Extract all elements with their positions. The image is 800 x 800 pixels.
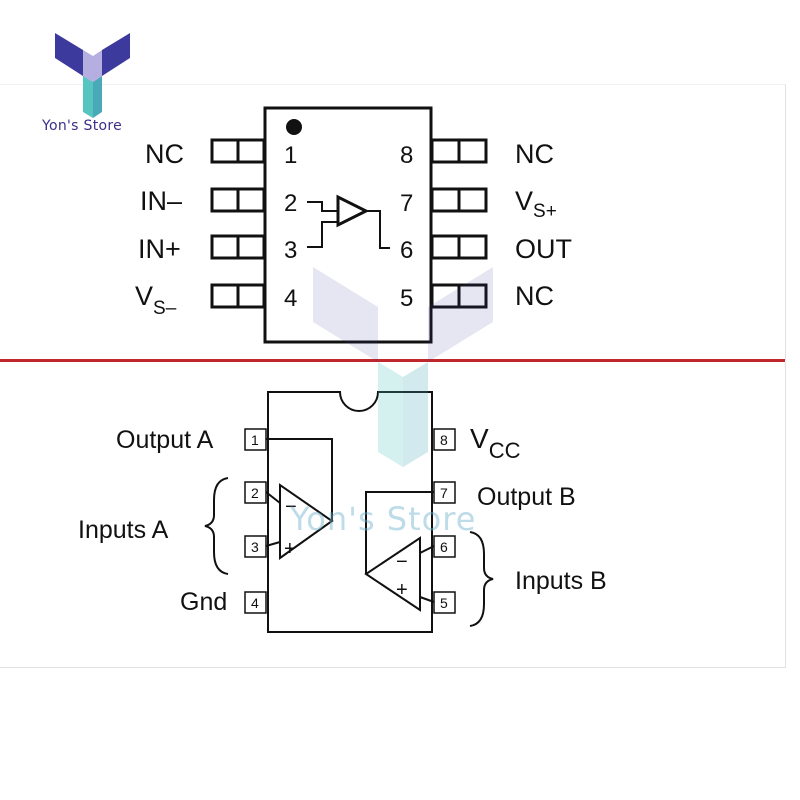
label-inputs-a: Inputs A bbox=[78, 516, 169, 544]
bottom-left-pin-boxes bbox=[244, 428, 267, 614]
label-inputs-b: Inputs B bbox=[515, 567, 607, 595]
top-pin-3: 3 bbox=[284, 237, 297, 264]
label-vs-plus: VS+ bbox=[515, 186, 557, 222]
top-pin-5: 5 bbox=[400, 285, 413, 312]
red-divider-line bbox=[0, 359, 785, 362]
label-out: OUT bbox=[515, 234, 572, 264]
label-vs-minus: VS– bbox=[135, 281, 177, 319]
opamp-b-plus: + bbox=[396, 579, 408, 601]
opamp-a-minus: − bbox=[285, 496, 297, 518]
label-in-plus: IN+ bbox=[138, 234, 181, 264]
inputs-b-bracket bbox=[469, 531, 494, 627]
label-nc-right-bottom: NC bbox=[515, 281, 554, 311]
top-pin-2: 2 bbox=[284, 190, 297, 217]
label-vs-plus-main: V bbox=[515, 186, 533, 216]
label-vs-plus-sub: S+ bbox=[533, 201, 557, 222]
bottom-pin-1: 1 bbox=[251, 432, 259, 448]
bottom-pin-4: 4 bbox=[251, 595, 259, 611]
top-pin-6: 6 bbox=[400, 237, 413, 264]
top-pin-1: 1 bbox=[284, 142, 297, 169]
top-pin-7: 7 bbox=[400, 190, 413, 217]
dual-chip-body bbox=[267, 391, 433, 633]
opamp-a-plus: + bbox=[284, 538, 296, 560]
top-panel bbox=[0, 84, 786, 360]
top-right-pin-tabs bbox=[430, 138, 488, 309]
label-output-b: Output B bbox=[477, 483, 576, 511]
top-pin-4: 4 bbox=[284, 285, 297, 312]
bottom-pin-8: 8 bbox=[440, 432, 448, 448]
label-in-minus: IN– bbox=[140, 186, 182, 216]
label-gnd: Gnd bbox=[180, 588, 227, 616]
bottom-panel bbox=[0, 362, 786, 668]
label-vcc-sub: CC bbox=[489, 438, 521, 463]
top-chip-body bbox=[263, 106, 433, 344]
label-vcc-main: V bbox=[470, 423, 489, 454]
opamp-b-icon bbox=[364, 491, 435, 612]
label-output-a: Output A bbox=[116, 426, 214, 454]
watermark-logo-icon bbox=[313, 267, 493, 467]
label-vcc: VCC bbox=[470, 423, 521, 463]
top-pin-8: 8 bbox=[400, 142, 413, 169]
store-logo-icon bbox=[55, 33, 130, 118]
bottom-pin-6: 6 bbox=[440, 539, 448, 555]
bottom-pin-5: 5 bbox=[440, 595, 448, 611]
store-name: Yon's Store bbox=[42, 118, 123, 134]
label-vs-minus-sub: S– bbox=[153, 298, 177, 319]
label-nc-right-top: NC bbox=[515, 139, 554, 169]
bottom-pin-3: 3 bbox=[251, 539, 259, 555]
pin1-marker-dot bbox=[286, 119, 302, 135]
inputs-a-bracket bbox=[204, 477, 229, 575]
opamp-a-icon bbox=[265, 438, 334, 560]
label-vs-minus-main: V bbox=[135, 281, 153, 311]
top-left-pin-tabs bbox=[210, 138, 266, 309]
label-nc-left: NC bbox=[145, 139, 184, 169]
bottom-pin-2: 2 bbox=[251, 485, 259, 501]
bottom-pin-7: 7 bbox=[440, 485, 448, 501]
opamp-b-minus: − bbox=[396, 551, 408, 573]
opamp-symbol-icon bbox=[307, 194, 390, 249]
